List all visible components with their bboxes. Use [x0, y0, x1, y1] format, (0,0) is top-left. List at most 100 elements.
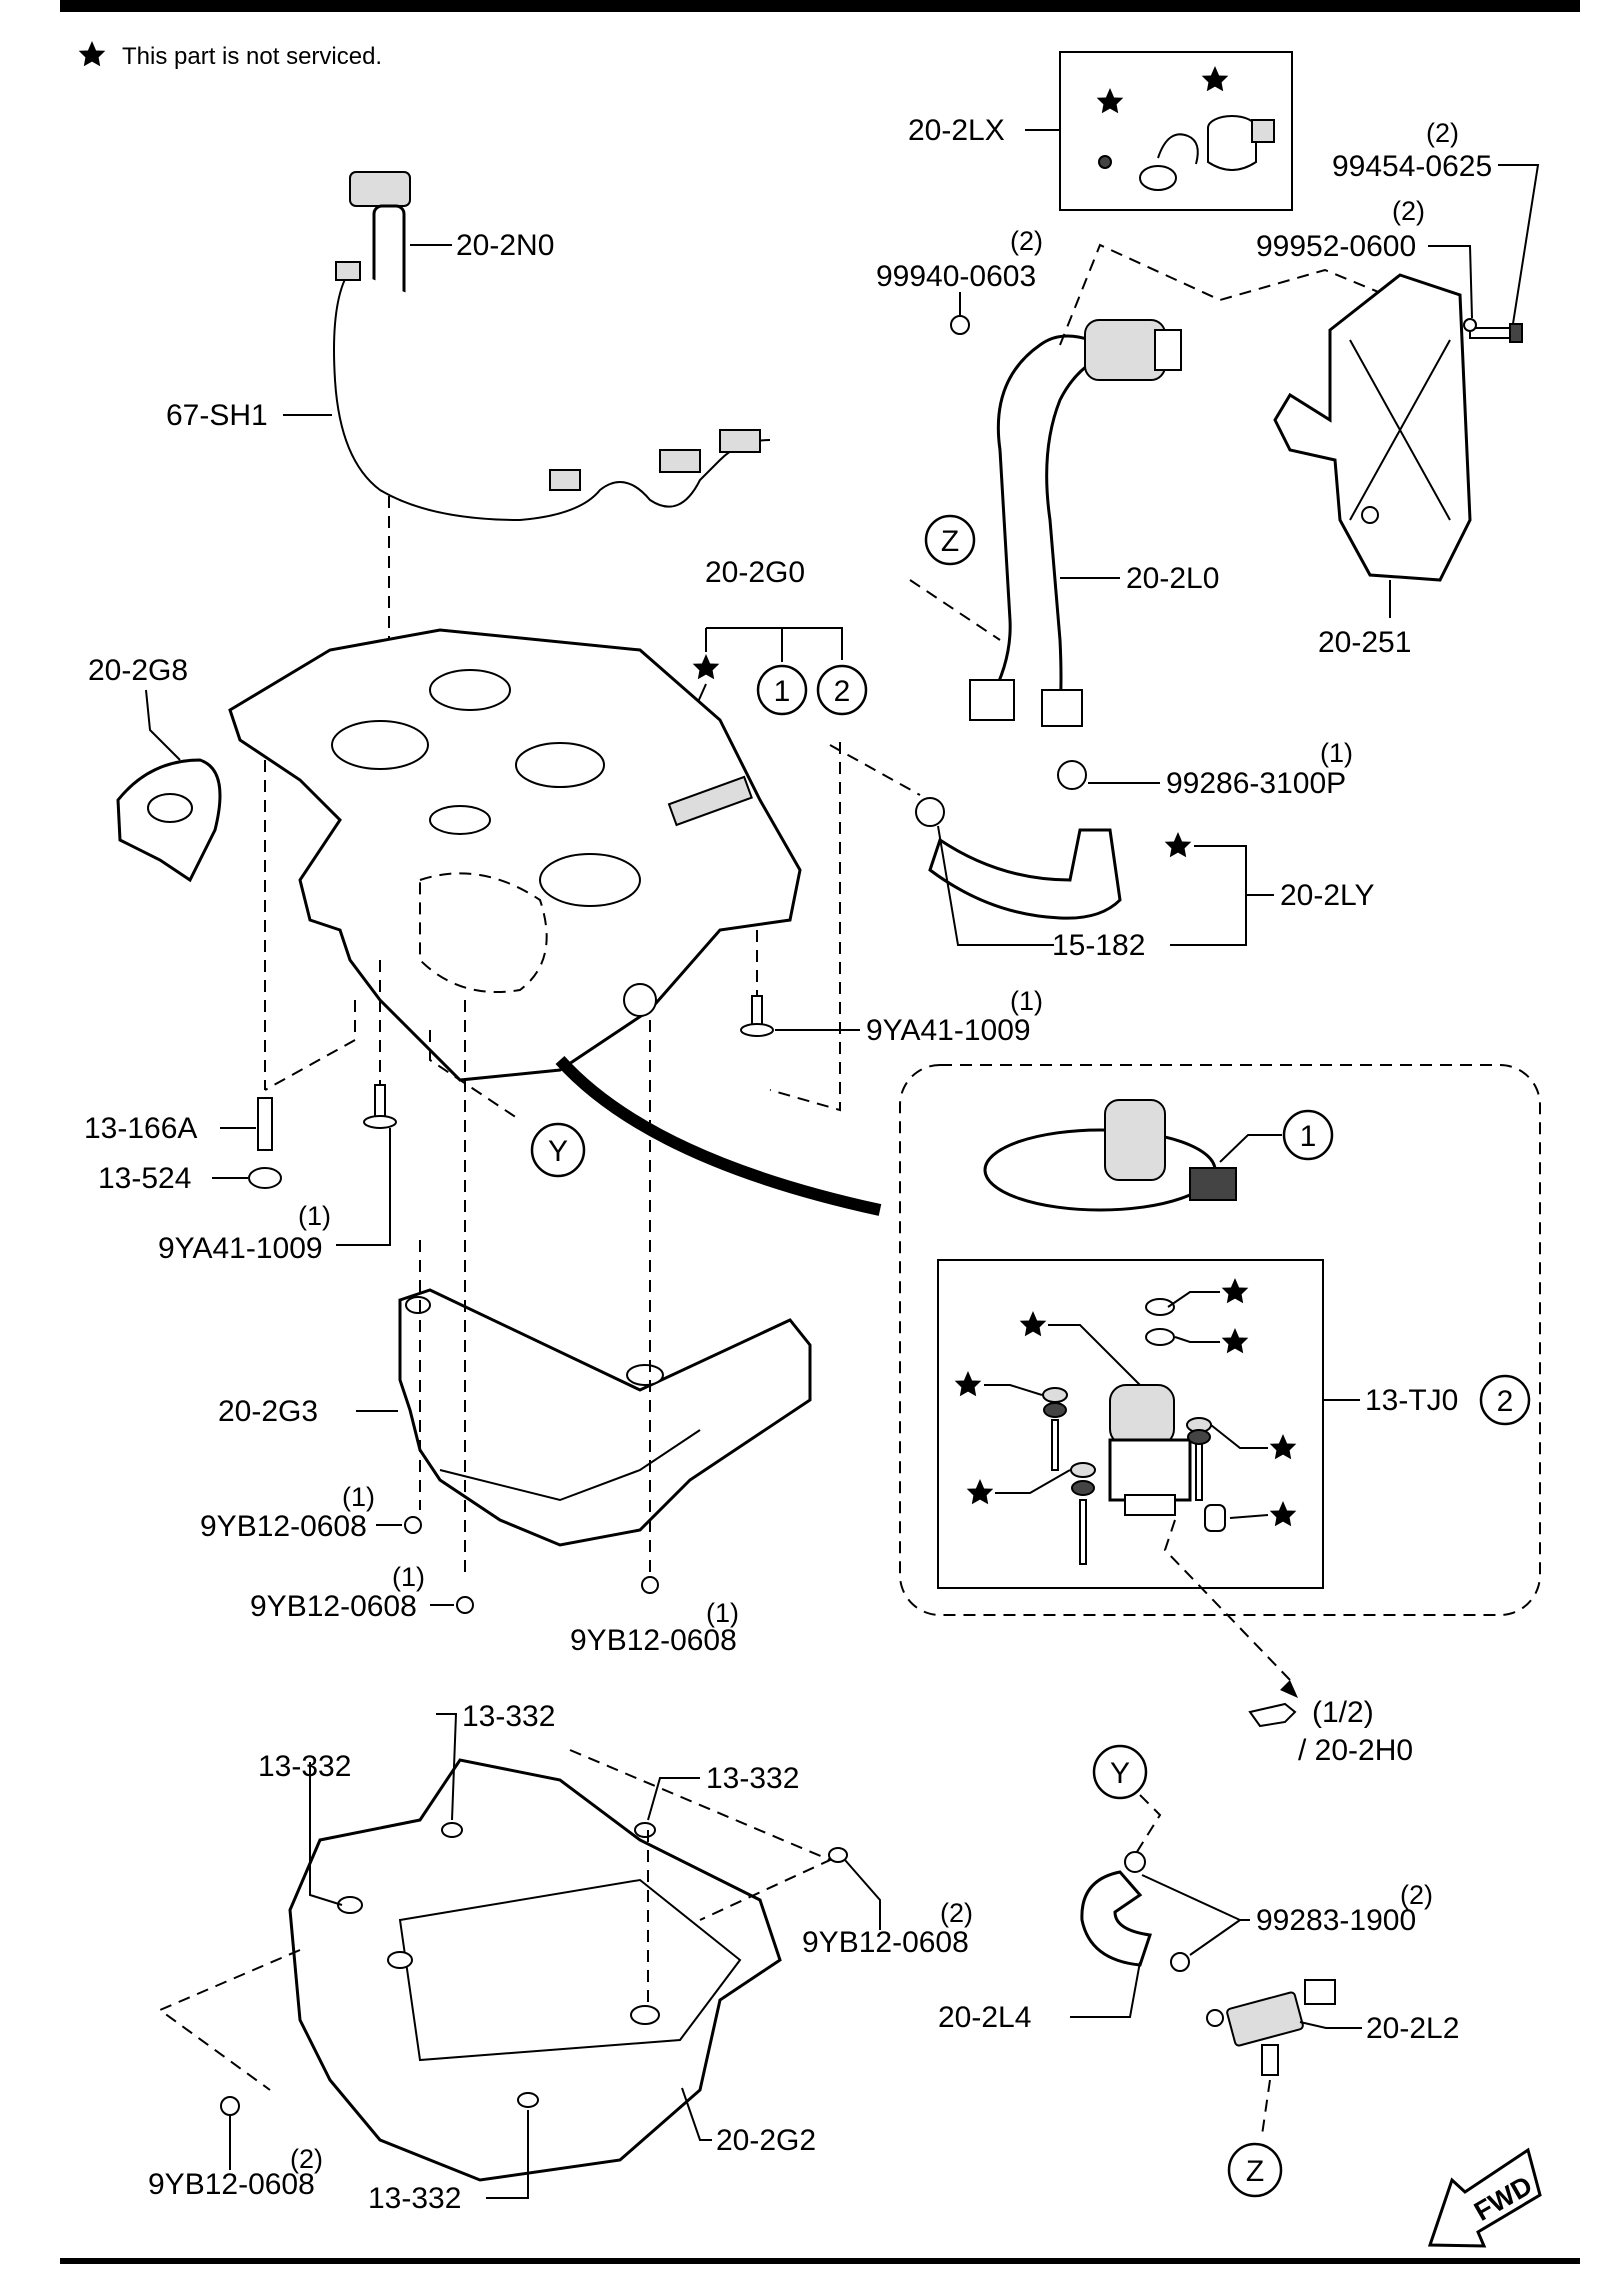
label-13-332-d: 13-332 [368, 2182, 461, 2215]
ref-num-g0-2: 2 [834, 675, 851, 708]
ref-num-tj0-2: 2 [1497, 1385, 1514, 1418]
qty-9ya41-left: (1) [298, 1201, 331, 1231]
hose-20-2ly-icon [928, 828, 1122, 920]
label-9yb12-0608-w1: 9YB12-0608 [200, 1510, 367, 1543]
label-20-2n0: 20-2N0 [456, 229, 554, 262]
label-67-sh1: 67-SH1 [166, 399, 268, 432]
label-9yb12-0608-w5: 9YB12-0608 [148, 2168, 315, 2201]
pump-detail-inset [899, 1064, 1541, 1616]
under-guard-20-2g2-icon [288, 1758, 848, 2182]
qty-w2: (1) [392, 1562, 425, 1592]
qty-w1: (1) [342, 1482, 375, 1512]
qty-w5: (2) [290, 2144, 323, 2174]
qty-99286: (1) [1320, 738, 1353, 768]
ref-part: / 20-2H0 [1298, 1734, 1413, 1767]
qty-99940: (2) [1010, 226, 1043, 256]
star-icon [1269, 1434, 1297, 1460]
stud-13-166a-icon [257, 1097, 273, 1151]
ref-circle-g0-1 [756, 664, 808, 716]
filler-cap-icon [1098, 115, 1275, 191]
nut-99952-icon [1463, 318, 1477, 332]
label-20-251: 20-251 [1318, 626, 1411, 659]
label-20-2g2: 20-2G2 [716, 2124, 816, 2157]
star-icon [1269, 1501, 1297, 1527]
label-20-2l0: 20-2L0 [1126, 562, 1219, 595]
washer-w2-icon [456, 1596, 474, 1614]
label-99283-1900: 99283-1900 [1256, 1904, 1416, 1937]
star-icon [966, 1479, 994, 1505]
check-valve-20-2l2-icon [1206, 1979, 1336, 2076]
star-icon [1201, 66, 1229, 92]
label-9yb12-0608-w3: 9YB12-0608 [570, 1624, 737, 1657]
label-13-332-c: 13-332 [706, 1762, 799, 1795]
label-20-2l2: 20-2L2 [1366, 2012, 1459, 2045]
qty-w3: (1) [706, 1598, 739, 1628]
qty-99454: (2) [1426, 118, 1459, 148]
ref-letter-y-mid: Y [548, 1135, 568, 1168]
top-border [60, 0, 1580, 12]
star-icon [1221, 1278, 1249, 1304]
qty-9ya41-right: (1) [1010, 986, 1043, 1016]
washer-w1-icon [404, 1516, 422, 1534]
fuel-pump-icon [1042, 1298, 1226, 1565]
ref-letter-z-top: Z [941, 525, 959, 558]
label-99940-0603: 99940-0603 [876, 260, 1036, 293]
pump-kit-box [937, 1259, 1324, 1589]
washer-w5-icon [220, 2096, 240, 2116]
washer-w3-icon [641, 1576, 659, 1594]
label-20-2g3: 20-2G3 [218, 1395, 318, 1428]
label-20-2g8: 20-2G8 [88, 654, 188, 687]
label-99454-0625: 99454-0625 [1332, 150, 1492, 183]
star-icon [1221, 1328, 1249, 1354]
ref-letter-z-bot: Z [1246, 2155, 1264, 2188]
ref-circle-g0-2 [816, 664, 868, 716]
fwd-arrow-icon: FWD [1427, 2147, 1542, 2248]
ref-num-g0-1: 1 [774, 675, 791, 708]
label-99952-0600: 99952-0600 [1256, 230, 1416, 263]
label-13-166a: 13-166A [84, 1112, 197, 1145]
star-icon [1164, 832, 1192, 858]
hand-pointer-icon [1248, 1702, 1297, 1728]
fuel-tank-icon [228, 628, 802, 1082]
star-icon [78, 41, 106, 67]
qty-99283: (2) [1400, 1880, 1433, 1910]
ref-page: (1/2) [1312, 1696, 1374, 1729]
label-9ya41-1009-left: 9YA41-1009 [158, 1232, 323, 1265]
label-15-182: 15-182 [1052, 929, 1145, 962]
pump-flange-icon [983, 1099, 1237, 1212]
bolt-9ya41-right-icon [740, 995, 774, 1037]
clamp-99286-icon [1057, 760, 1087, 790]
label-20-2l4: 20-2L4 [938, 2001, 1031, 2034]
ref-circle-z-top [924, 514, 976, 566]
label-9yb12-0608-w4: 9YB12-0608 [802, 1926, 969, 1959]
label-13-tj0: 13-TJ0 [1365, 1384, 1458, 1417]
vent-line-icon [555, 1055, 882, 1216]
star-icon [692, 654, 720, 680]
star-icon [954, 1371, 982, 1397]
arrow-head-icon [1280, 1680, 1298, 1698]
grommet-13-524-icon [248, 1167, 282, 1189]
bottom-border [60, 2258, 1580, 2264]
bracket-20-251-icon [1273, 273, 1472, 582]
ref-num-inset-1: 1 [1300, 1120, 1317, 1153]
label-13-332-b: 13-332 [462, 1700, 555, 1733]
heat-shield-20-2g8-icon [116, 758, 222, 883]
vent-hose-20-2l4-icon [1080, 1851, 1190, 1972]
ref-letter-y-bot: Y [1110, 1757, 1130, 1790]
ref-circle-y-bot [1092, 1744, 1148, 1800]
clamp-15-182-icon [915, 797, 945, 827]
label-99286-3100p: 99286-3100P [1166, 767, 1346, 800]
filler-pipe-icon [969, 319, 1182, 727]
qty-99952: (2) [1392, 196, 1425, 226]
label-9ya41-1009-right: 9YA41-1009 [866, 1014, 1031, 1047]
star-icon [1096, 88, 1124, 114]
ref-circle-z-bot [1227, 2142, 1283, 2198]
ref-circle-inset-1 [1282, 1109, 1334, 1161]
label-20-2ly: 20-2LY [1280, 879, 1375, 912]
label-20-2lx: 20-2LX [908, 114, 1005, 147]
legend-note: This part is not serviced. [122, 43, 382, 70]
ref-circle-tj0-2 [1479, 1374, 1531, 1426]
nut-99940-icon [950, 315, 970, 335]
bolt-9ya41-left-icon [363, 1084, 397, 1129]
